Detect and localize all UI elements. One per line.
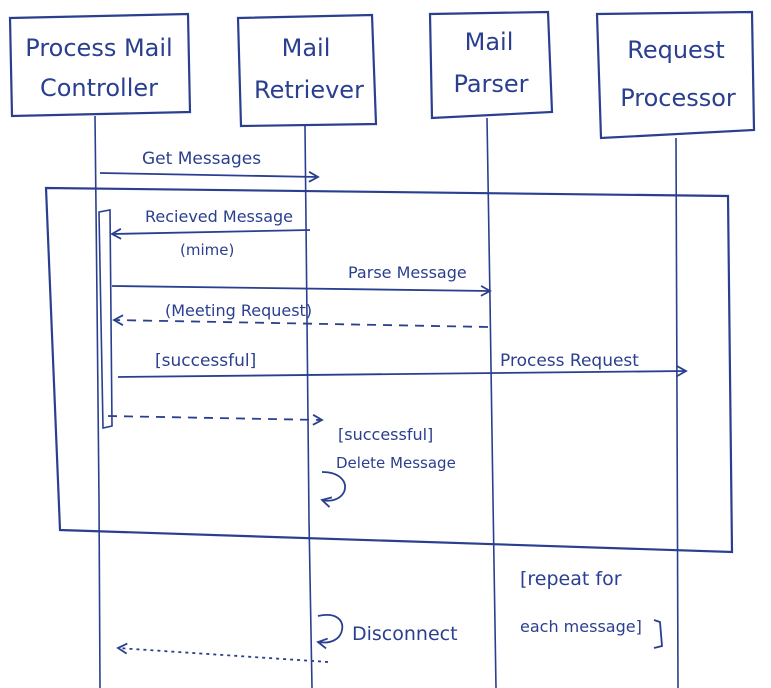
arrow-parse-message [111,285,492,297]
activation-bar [98,209,113,429]
label-disconnect: Disconnect [352,623,458,645]
label-successful-guard: [successful] [155,351,256,371]
participant-1-line2: Controller [40,74,158,102]
label-successful-guard-2: [successful] [338,425,433,444]
label-get-messages: Get Messages [142,149,261,169]
arrow-get-messages [99,171,320,183]
label-process-request: Process Request [500,351,639,371]
lifeline-retriever [304,125,313,688]
arrow-meeting-request [112,314,489,328]
participant-mail-parser: Mail Parser [428,10,554,120]
participant-1-line1: Process Mail [25,34,172,62]
arrow-delete-call [107,414,324,426]
lifeline-controller [94,115,101,688]
loop-label-bracket [653,619,663,649]
label-parse-message: Parse Message [348,263,467,282]
participant-mail-retriever: Mail Retriever [236,13,378,128]
loop-label-line2: each message] [520,617,642,636]
arrow-self-delete [320,471,346,508]
participant-request-processor: Request Processor [595,10,756,140]
participant-2-line2: Retriever [254,76,364,104]
participant-4-line1: Request [627,36,725,64]
arrow-received-message [110,228,311,240]
participant-process-mail-controller: Process Mail Controller [8,12,192,118]
loop-frame [44,186,734,554]
participant-4-line2: Processor [620,84,736,112]
arrow-process-request [117,365,688,378]
participant-3-line2: Parser [453,70,528,98]
label-meeting-request: (Meeting Request) [165,301,312,320]
participant-3-line1: Mail [465,28,514,56]
label-delete-message: Delete Message [336,454,456,472]
loop-label-line1: [repeat for [520,568,622,590]
participant-2-line1: Mail [282,34,331,62]
lifeline-parser [486,117,497,688]
arrow-self-disconnect [316,614,344,650]
arrow-disconnect-return [116,642,329,663]
label-mime: (mime) [180,241,234,259]
lifeline-processor [675,137,679,688]
label-received-message: Recieved Message [145,207,293,226]
